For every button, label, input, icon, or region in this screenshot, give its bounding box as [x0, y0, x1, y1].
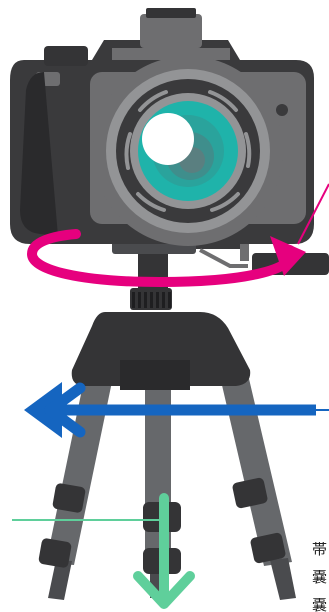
tripod-leg-right: [218, 366, 296, 600]
horizontal-arrow-icon: [24, 382, 329, 438]
label-fragment-2: 嚢: [312, 570, 328, 588]
vertical-arrow-icon: [12, 498, 190, 604]
label-fragment-1: 帯: [312, 542, 328, 560]
camera-lens: [93, 56, 283, 246]
tripod-head: [72, 288, 251, 390]
label-fragment-3: 嚢: [312, 598, 328, 612]
